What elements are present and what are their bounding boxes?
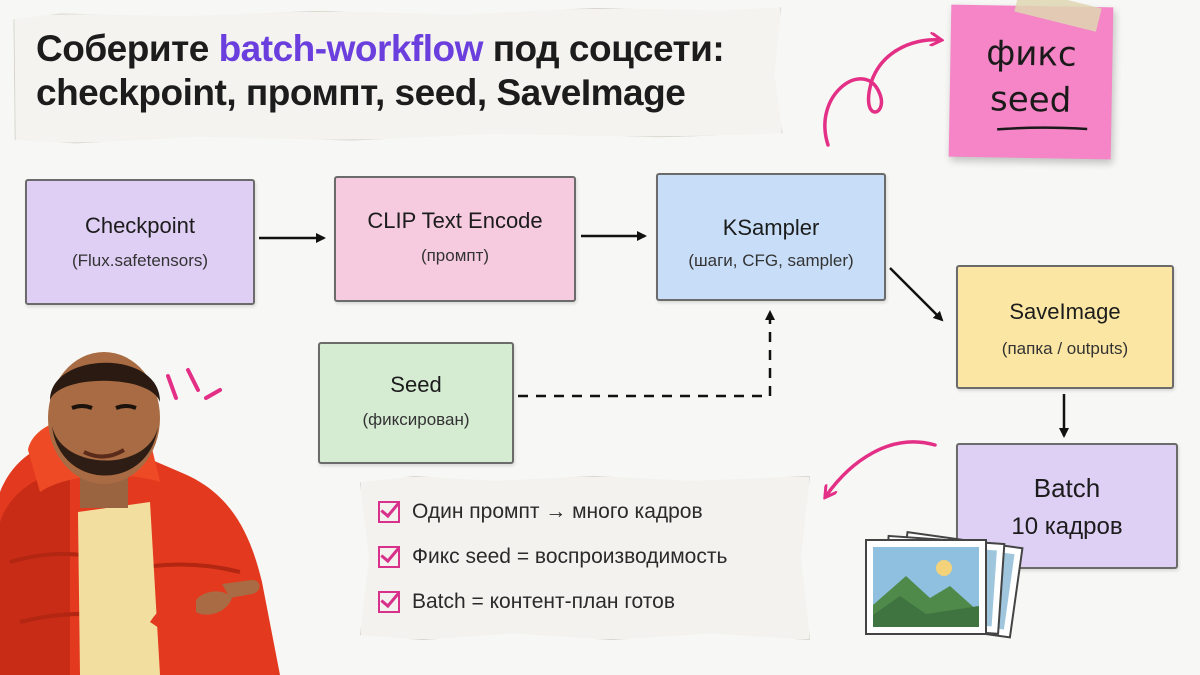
checkbox-icon	[378, 501, 400, 523]
checklist-item: Batch = контент-план готов	[378, 590, 675, 614]
spark-marks-icon	[166, 368, 222, 400]
clip-node-title: CLIP Text Encode	[367, 208, 543, 233]
title-text-start: Соберите	[36, 28, 219, 69]
dashed-arrow-icon	[518, 310, 775, 398]
person-pointing-illustration	[0, 352, 280, 675]
checkpoint-node: Checkpoint (Flux.safetensors)	[25, 179, 255, 305]
saveimage-node-title: SaveImage	[1009, 299, 1121, 324]
saveimage-node-subtitle: (папка / outputs)	[1001, 339, 1129, 358]
title-line-2: checkpoint, промпт, seed, SaveImage	[36, 72, 686, 113]
seed-node: Seed (фиксирован)	[318, 342, 514, 464]
underline-scribble-icon	[997, 126, 1088, 131]
checklist-card	[360, 476, 810, 640]
arrow-diagonal-icon	[889, 267, 944, 322]
ksampler-node: KSampler (шаги, CFG, sampler)	[656, 173, 886, 301]
curved-arrow-icon	[826, 440, 937, 496]
checkbox-icon	[378, 591, 400, 613]
checklist-item-text: Batch = контент-план готов	[412, 590, 675, 613]
ksampler-node-subtitle: (шаги, CFG, sampler)	[688, 251, 854, 270]
checklist-item: Фикс seed = воспроизводимость	[378, 545, 727, 569]
batch-node-subtitle: 10 кадров	[1011, 513, 1123, 540]
image-stack-icon	[865, 531, 1024, 639]
title-line-1: Соберите batch-workflow под соцсети:	[36, 28, 725, 70]
seed-node-subtitle: (фиксирован)	[362, 410, 470, 429]
clip-text-encode-node: CLIP Text Encode (промпт)	[334, 176, 576, 302]
sticky-note: фикс seed	[948, 4, 1114, 160]
checkpoint-node-title: Checkpoint	[84, 213, 196, 238]
title-accent-text: batch-workflow	[218, 28, 484, 69]
clip-node-subtitle: (промпт)	[420, 246, 490, 265]
ksampler-node-title: KSampler	[722, 215, 820, 240]
checklist-item-text: Фикс seed = воспроизводимость	[412, 545, 728, 568]
checkpoint-node-subtitle: (Flux.safetensors)	[71, 251, 209, 270]
batch-node-title: Batch	[1033, 473, 1101, 503]
seed-node-title: Seed	[390, 372, 442, 397]
title-text-end: под соцсети:	[482, 28, 725, 69]
curved-arrow-icon	[823, 40, 940, 147]
checklist-item: Один промпт → много кадров	[378, 500, 703, 524]
checklist-item-text: Один промпт → много кадров	[412, 500, 703, 523]
checkbox-icon	[378, 546, 400, 568]
saveimage-node: SaveImage (папка / outputs)	[956, 265, 1174, 389]
